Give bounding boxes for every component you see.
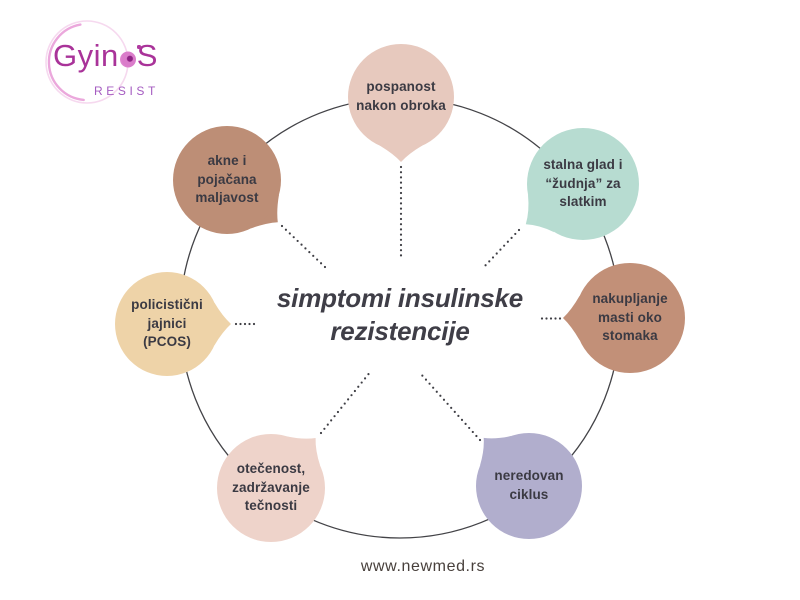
bubble-otecenost-label: otečenost, zadržavanje tečnosti [232,461,310,514]
tail-pospanost [379,145,423,162]
dotted-connectors [234,165,563,442]
dotted-line-akne [280,224,328,270]
bubble-pcos-label: policistični jajnici (PCOS) [131,297,203,350]
bubble-akne-label: akne i pojačana maljavost [195,153,259,206]
bubble-pospanost-label: pospanost nakon obroka [356,79,446,113]
logo-gynos-resist: Gyin S RESIST [0,0,170,120]
dotted-line-neredovan [418,371,482,442]
logo-dot-icon [137,45,141,49]
logo-subtitle: RESIST [94,84,159,98]
logo-brand-text: Gyin S [53,40,158,71]
bubble-stalna-glad: stalna glad i “žudnja” za slatkim [527,128,639,240]
logo-o-icon [119,51,136,68]
bubble-stalna-glad-label: stalna glad i “žudnja” za slatkim [543,157,623,210]
bubble-pcos: policistični jajnici (PCOS) [115,272,219,376]
bubble-neredovan: neredovan ciklus [476,433,582,539]
tail-pcos [214,302,231,346]
bubble-nakupljanje: nakupljanje masti oko stomaka [575,263,685,373]
bubble-pospanost: pospanost nakon obroka [348,44,454,150]
bubble-nakupljanje-label: nakupljanje masti oko stomaka [592,291,668,344]
logo-brand-prefix: Gyin [53,38,119,73]
dotted-line-stalna-glad [481,228,521,270]
diagram-title: simptomi insulinske rezistencije [276,283,524,347]
footer-url: www.newmed.rs [360,558,486,575]
dotted-line-otecenost [319,369,373,435]
logo-crescent-arc-icon [47,23,85,102]
bubble-akne: akne i pojačana maljavost [173,126,281,234]
bubble-otecenost: otečenost, zadržavanje tečnosti [217,434,325,542]
bubble-neredovan-label: neredovan ciklus [494,468,564,502]
logo-brand-suffix: S [136,38,158,73]
